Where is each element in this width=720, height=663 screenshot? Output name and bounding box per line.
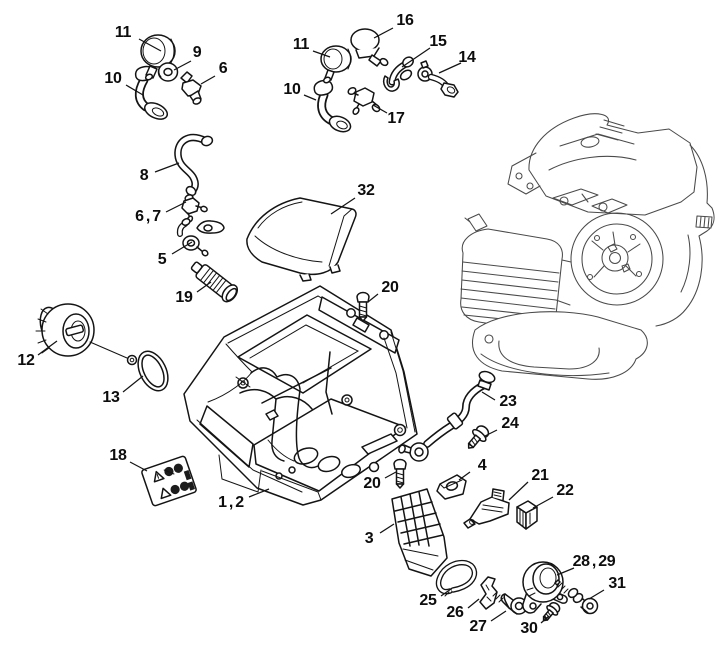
callout-6: 6 <box>218 60 228 77</box>
part-8-hose-drawing <box>174 133 214 201</box>
callout-6-7: 6 , 7 <box>135 208 161 225</box>
callout-10-mid: 10 <box>283 81 301 98</box>
part-3-baffle-drawing <box>391 488 448 577</box>
part-25-loop-drawing <box>435 559 478 597</box>
leader-lines <box>37 27 605 624</box>
part-9-grommet-drawing <box>157 62 179 82</box>
callout-14: 14 <box>458 49 476 66</box>
part-21-bracket-drawing <box>463 488 510 529</box>
callout-11-left: 11 <box>114 24 132 41</box>
callout-27: 27 <box>469 618 487 635</box>
callout-18: 18 <box>109 447 127 464</box>
part-6-7-connector-drawing <box>181 194 208 223</box>
part-31-screw-drawing <box>554 579 599 615</box>
callout-11-mid: 11 <box>292 36 310 53</box>
part-6-left-connector-drawing <box>180 71 202 105</box>
part-10-left-elbow-hose-drawing <box>134 65 169 120</box>
callout-17: 17 <box>387 110 405 127</box>
part-4-pad-drawing <box>436 474 467 500</box>
callout-1-2: 1 , 2 <box>218 494 244 511</box>
callout-32: 32 <box>357 182 375 199</box>
callout-4: 4 <box>477 457 487 474</box>
part-19-filter-drawing <box>190 261 239 303</box>
part-11-mid-tank-vent-drawing <box>320 45 352 84</box>
callout-30: 30 <box>520 620 538 637</box>
part-14-elbow-fitting-drawing <box>417 60 459 98</box>
part-27-screw-drawing <box>492 591 528 615</box>
callout-23: 23 <box>499 393 517 410</box>
callout-20-top: 20 <box>381 279 399 296</box>
part-5-grommet-assembly-drawing <box>176 218 225 257</box>
callout-10-left: 10 <box>104 70 122 87</box>
part-1-2-motor-housing-drawing <box>183 285 418 506</box>
part-30-screw-drawing <box>542 601 561 622</box>
callout-19: 19 <box>175 289 193 306</box>
part-32-cover-drawing <box>246 197 357 282</box>
callout-16: 16 <box>396 12 414 29</box>
part-24-screw-drawing <box>467 425 490 449</box>
callout-13: 13 <box>102 389 120 406</box>
part-11-left-tank-vent-drawing <box>140 34 176 81</box>
part-28-29-annular-buffer-drawing <box>522 561 568 614</box>
part-23-hose-drawing <box>398 370 496 462</box>
callout-26: 26 <box>446 604 464 621</box>
callout-9: 9 <box>192 44 202 61</box>
part-12-fuel-cap-drawing <box>35 303 138 366</box>
callout-25: 25 <box>419 592 437 609</box>
callout-28-29: 28 , 29 <box>572 553 616 570</box>
callout-31: 31 <box>608 575 626 592</box>
part-10-mid-elbow-hose-drawing <box>313 79 352 133</box>
callout-21: 21 <box>531 467 549 484</box>
part-18-safety-label-drawing <box>141 455 197 507</box>
callout-8: 8 <box>139 167 149 184</box>
part-22-buffer-drawing <box>516 500 538 530</box>
callout-20-bottom: 20 <box>363 475 381 492</box>
part-26-clip-drawing <box>479 576 498 610</box>
part-20-screw-top-drawing <box>356 291 370 322</box>
part-16-valve-drawing <box>350 28 389 67</box>
callout-22: 22 <box>556 482 574 499</box>
part-15-elbow-clip-drawing <box>382 56 414 92</box>
callout-15: 15 <box>429 33 447 50</box>
engine-assembly-ghost-drawing <box>460 113 715 380</box>
part-20-screw-bottom-drawing <box>393 458 407 489</box>
callout-24: 24 <box>501 415 519 432</box>
part-17-t-connector-drawing <box>347 86 381 115</box>
callout-5: 5 <box>157 251 167 268</box>
part-13-o-ring-drawing <box>137 350 169 392</box>
callout-3: 3 <box>364 530 374 547</box>
callout-12: 12 <box>17 352 35 369</box>
